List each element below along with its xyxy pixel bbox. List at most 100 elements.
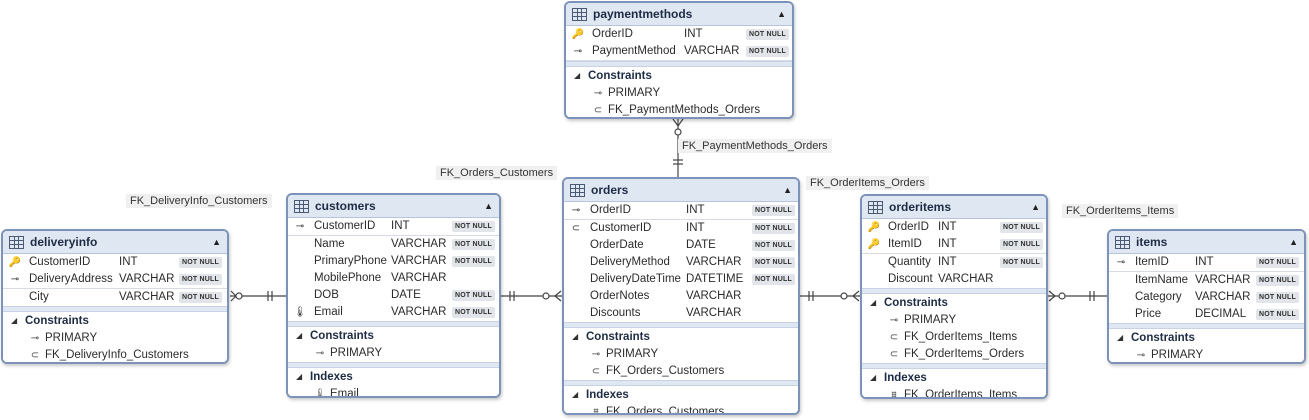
constraint-item[interactable]: ⊂FK_PaymentMethods_Orders [566,102,792,117]
column-row[interactable]: ⊸ OrderID INT NOT NULL [564,202,798,220]
column-row[interactable]: DOB DATE NOT NULL [288,287,499,304]
constraints-section: ◢Constraints ⊸PRIMARY ⊂FK_Orders_Custome… [564,328,798,380]
constraints-header[interactable]: ◢Constraints [288,327,499,345]
column-row[interactable]: ⊸ DeliveryAddress VARCHAR NOT NULL [3,271,227,289]
label-fk-orderitems-orders[interactable]: FK_OrderItems_Orders [806,176,929,190]
column-row[interactable]: 🔑 OrderID INT NOT NULL [566,26,792,43]
index-item[interactable]: ⩩FK_OrderItems_Items [862,387,1046,397]
column-row[interactable]: DeliveryMethod VARCHAR NOT NULL [564,254,798,271]
column-row[interactable]: OrderDate DATE NOT NULL [564,237,798,254]
collapse-icon[interactable]: ▲ [1031,202,1040,212]
key-icon: ⊸ [571,205,581,216]
collapse-icon[interactable]: ▲ [212,237,221,247]
constraints-header[interactable]: ◢Constraints [564,328,798,346]
table-paymentmethods[interactable]: paymentmethods ▲ 🔑 OrderID INT NOT NULL … [564,1,794,119]
column-row[interactable]: Discounts VARCHAR [564,305,798,322]
constraints-header[interactable]: ◢Constraints [566,67,792,85]
label-fk-orders-customers[interactable]: FK_Orders_Customers [436,166,558,180]
table-deliveryinfo[interactable]: deliveryinfo ▲ 🔑 CustomerID INT NOT NULL… [1,229,229,364]
column-row[interactable]: Discount VARCHAR [862,271,1046,288]
table-orders[interactable]: orders ▲ ⊸ OrderID INT NOT NULL ⊂ Custom… [562,177,800,415]
column-row[interactable]: DeliveryDateTime DATETIME NOT NULL [564,271,798,288]
indexes-header[interactable]: ◢Indexes [564,386,798,404]
constraints-section: ◢Constraints ⊸PRIMARY ⊂FK_DeliveryInfo_C… [3,312,227,362]
column-row[interactable]: City VARCHAR NOT NULL [3,289,227,306]
collapse-icon[interactable]: ▲ [1289,237,1298,247]
table-header[interactable]: customers ▲ [288,195,499,218]
index-item[interactable]: ⩩FK_Orders_Customers [564,404,798,413]
column-row[interactable]: 🔑 OrderID INT NOT NULL [862,219,1046,236]
column-name: DeliveryMethod [590,256,670,268]
constraint-item[interactable]: ⊸PRIMARY [288,345,499,362]
column-row[interactable]: 🔑 CustomerID INT NOT NULL [3,254,227,271]
column-row[interactable]: 🔑 ItemID INT NOT NULL [862,236,1046,254]
expand-icon[interactable]: ◢ [870,373,877,382]
expand-icon[interactable]: ◢ [870,298,877,307]
collapse-icon[interactable]: ▲ [783,185,792,195]
constraints-header[interactable]: ◢ Constraints [862,294,1046,312]
table-header[interactable]: items ▲ [1109,231,1304,254]
constraints-header[interactable]: ◢Constraints [3,312,227,330]
group-label: Constraints [884,297,948,309]
table-header[interactable]: paymentmethods ▲ [566,3,792,26]
table-orderitems[interactable]: orderitems ▲ 🔑 OrderID INT NOT NULL 🔑 It… [860,194,1048,399]
expand-icon[interactable]: ◢ [296,372,303,381]
constraint-item[interactable]: ⊸PRIMARY [566,85,792,102]
key-icon: ⊸ [295,221,305,232]
table-header[interactable]: deliveryinfo ▲ [3,231,227,254]
table-header[interactable]: orderitems ▲ [862,196,1046,219]
label-fk-deliveryinfo-customers[interactable]: FK_DeliveryInfo_Customers [126,194,272,208]
column-row[interactable]: ⊂ CustomerID INT NOT NULL [564,220,798,237]
table-customers[interactable]: customers ▲ ⊸ CustomerID INT NOT NULL Na… [286,193,501,398]
table-icon [570,183,585,197]
column-row[interactable]: ⊸ ItemID INT NOT NULL [1109,254,1304,272]
label-fk-paymentmethods-orders[interactable]: FK_PaymentMethods_Orders [678,139,832,153]
column-type: VARCHAR [391,272,447,284]
column-row[interactable]: Category VARCHAR NOT NULL [1109,289,1304,306]
key-icon: ⊸ [1136,350,1146,361]
foreign-key-icon: ⊂ [889,332,899,343]
column-row[interactable]: ⊸ PaymentMethod VARCHAR NOT NULL [566,43,792,61]
constraint-item[interactable]: ⊂FK_Orders_Customers [564,363,798,380]
constraint-item[interactable]: ⊂FK_DeliveryInfo_Customers [3,347,227,362]
collapse-icon[interactable]: ▲ [484,201,493,211]
expand-icon[interactable]: ◢ [574,71,581,80]
index-item[interactable]: 🌡Email [288,386,499,396]
constraint-item[interactable]: ⊂FK_OrderItems_Items [862,329,1046,346]
constraint-item[interactable]: ⊸PRIMARY [3,330,227,347]
expand-icon[interactable]: ◢ [296,331,303,340]
column-row[interactable]: PrimaryPhone VARCHAR NOT NULL [288,253,499,270]
column-row[interactable]: Quantity INT NOT NULL [862,254,1046,271]
column-type: VARCHAR [119,291,175,303]
column-row[interactable]: 🌡 Email VARCHAR NOT NULL [288,304,499,321]
column-row[interactable]: MobilePhone VARCHAR [288,270,499,287]
column-row[interactable]: ⊸ CustomerID INT NOT NULL [288,218,499,236]
expand-icon[interactable]: ◢ [572,390,579,399]
column-row[interactable]: Name VARCHAR NOT NULL [288,236,499,253]
table-items[interactable]: items ▲ ⊸ ItemID INT NOT NULL ItemName V… [1107,229,1306,364]
column-name: DeliveryDateTime [590,273,681,285]
column-type: INT [938,256,957,268]
key-icon: ⊸ [1116,257,1126,268]
constraints-header[interactable]: ◢Constraints [1109,329,1304,347]
table-icon [572,7,587,21]
constraint-name: PRIMARY [606,348,659,360]
expand-icon[interactable]: ◢ [572,332,579,341]
column-type: VARCHAR [938,273,994,285]
column-type: INT [938,221,957,233]
expand-icon[interactable]: ◢ [1117,333,1124,342]
constraint-item[interactable]: ⊂FK_OrderItems_Orders [862,346,1046,363]
constraint-item[interactable]: ⊸PRIMARY [862,312,1046,329]
column-row[interactable]: Price DECIMAL NOT NULL [1109,306,1304,323]
column-row[interactable]: ItemName VARCHAR NOT NULL [1109,272,1304,289]
primary-key-icon: 🔑 [571,29,585,40]
label-fk-orderitems-items[interactable]: FK_OrderItems_Items [1062,204,1179,218]
indexes-header[interactable]: ◢Indexes [288,368,499,386]
indexes-header[interactable]: ◢Indexes [862,369,1046,387]
collapse-icon[interactable]: ▲ [777,9,786,19]
constraint-item[interactable]: ⊸PRIMARY [1109,347,1304,362]
expand-icon[interactable]: ◢ [11,316,18,325]
table-header[interactable]: orders ▲ [564,179,798,202]
column-row[interactable]: OrderNotes VARCHAR [564,288,798,305]
constraint-item[interactable]: ⊸PRIMARY [564,346,798,363]
